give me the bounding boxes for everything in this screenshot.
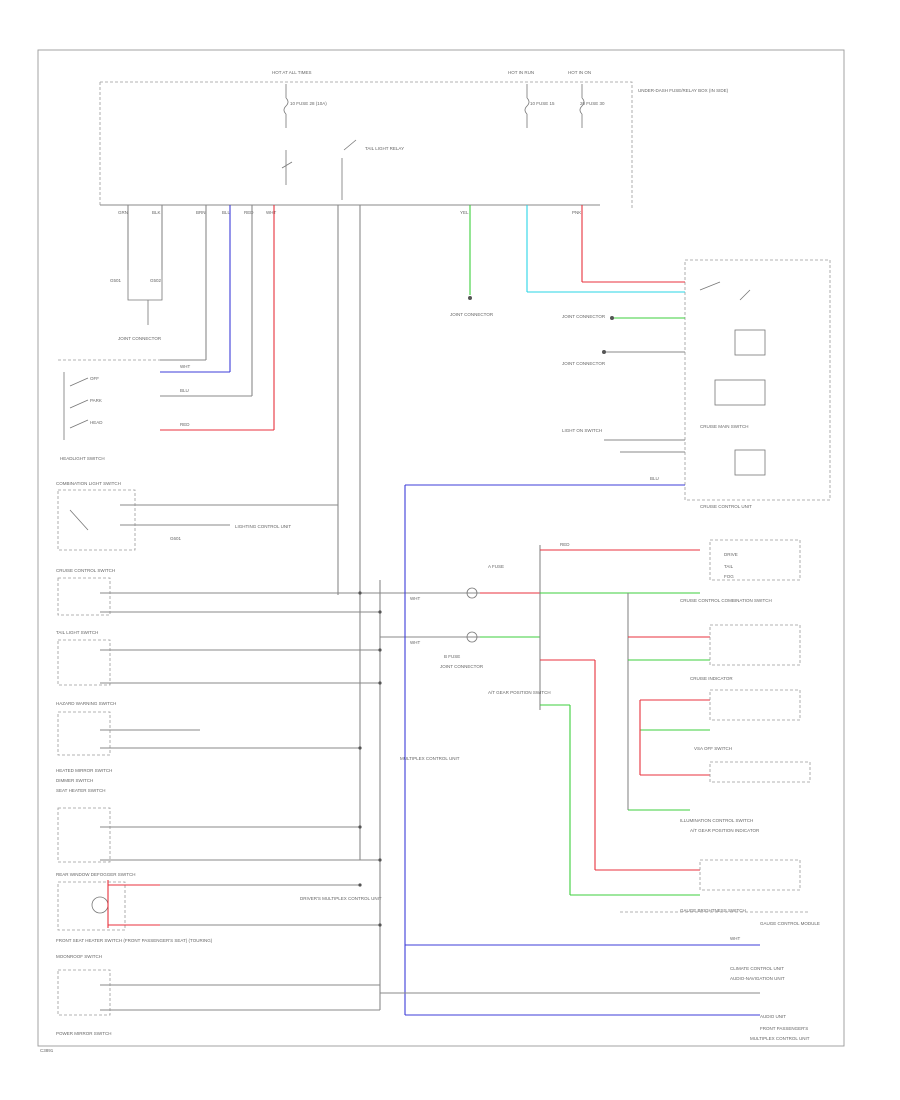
wire-blu-right: BLU: [650, 476, 659, 481]
front-passenger-label: FRONT PASSENGER'S: [760, 1026, 808, 1031]
wire-red-1: RED: [180, 422, 190, 427]
brightness-switch-label: GAUGE BRIGHTNESS SWITCH: [680, 908, 746, 913]
joint-connector-right-3: JOINT CONNECTOR: [562, 361, 606, 366]
main-switch-label: CRUISE MAIN SWITCH: [700, 424, 749, 429]
indicator-fog: FOG: [724, 574, 734, 579]
g601-label: G601: [170, 536, 182, 541]
gauge-module-sub: GAUGE CONTROL MODULE: [760, 921, 820, 926]
illumination-sub-label: A/T GEAR POSITION INDICATOR: [690, 828, 760, 833]
pin-label-8: PNK: [572, 210, 581, 215]
fuse-mid-label: 10 FUSE 15: [530, 101, 555, 106]
pin-label-1: GRN: [118, 210, 128, 215]
wire-wht-right: WHT: [730, 936, 740, 941]
left-leads: G501 G502 JOINT CONNECTOR: [110, 205, 361, 860]
wire-wht-b: WHT: [410, 640, 420, 645]
fuse-right-label: 20 FUSE 30: [580, 101, 605, 106]
switch-off: OFF: [90, 376, 99, 381]
wire-blu-1: BLU: [180, 388, 189, 393]
wire-red-right-1: RED: [560, 542, 570, 547]
tail-light-switch-label: TAIL LIGHT SWITCH: [56, 630, 98, 635]
pin-label-3: BRN: [196, 210, 206, 215]
driver-multiplex-label: DRIVER'S MULTIPLEX CONTROL UNIT: [300, 896, 382, 901]
center-fuses: WHT WHT A FUSE B FUSE JOINT CONNECTOR A/…: [380, 545, 551, 710]
combination-light-block: COMBINATION LIGHT SWITCH G601 LIGHTING C…: [56, 481, 338, 551]
illumination-control-label: ILLUMINATION CONTROL SWITCH: [680, 818, 753, 823]
top-pin-row: GRN BLK BRN BLU RED WHT YEL PNK: [118, 210, 581, 215]
climate-control-label: CLIMATE CONTROL UNIT: [730, 966, 784, 971]
hazard-switch-label: HAZARD WARNING SWITCH: [56, 701, 116, 706]
switch-park: PARK: [90, 398, 102, 403]
gear-switch-label-1: A/T GEAR POSITION SWITCH: [488, 690, 551, 695]
headlight-switch-block: OFF PARK HEAD HEADLIGHT SWITCH WHT BLU R…: [58, 359, 274, 461]
center-bus: MULTIPLEX CONTROL UNIT DRIVER'S MULTIPLE…: [300, 580, 460, 1010]
pin-label-5: RED: [244, 210, 254, 215]
tail-light-relay-label: TAIL LIGHT RELAY: [365, 146, 404, 151]
heated-mirror-label: HEATED MIRROR SWITCH: [56, 768, 112, 773]
audio-nav-label: AUDIO-NAVIGATION UNIT: [730, 976, 785, 981]
indicator-tail: TAIL: [724, 564, 734, 569]
a-fuse-label: A FUSE: [488, 564, 504, 569]
cruise-combination-label: CRUISE CONTROL COMBINATION SWITCH: [680, 598, 772, 603]
power-mirror-label: POWER MIRROR SWITCH: [56, 1031, 112, 1036]
headlight-switch-label: HEADLIGHT SWITCH: [60, 456, 105, 461]
joint-connector-center: JOINT CONNECTOR: [440, 664, 484, 669]
gauge-control-block: CRUISE CONTROL UNIT CRUISE MAIN SWITCH J…: [450, 205, 831, 509]
pin-label-2: BLK: [152, 210, 161, 215]
cruise-switch-label: CRUISE CONTROL SWITCH: [56, 568, 115, 573]
hot-label-left: HOT AT ALL TIMES: [272, 70, 312, 75]
pin-label-6: WHT: [266, 210, 276, 215]
underhood-fuse-box: HOT AT ALL TIMES HOT IN RUN HOT IN ON 10…: [99, 70, 729, 210]
fuse-left-label: 10 FUSE 28 (10A): [290, 101, 327, 106]
light-ctrl-label: LIGHTING CONTROL UNIT: [235, 524, 291, 529]
multiplex-control-label: MULTIPLEX CONTROL UNIT: [400, 756, 460, 761]
pin-label-4: BLU: [222, 210, 231, 215]
underhood-box-label: UNDER-DASH FUSE/RELAY BOX (IN SIDE): [638, 88, 729, 93]
switch-head: HEAD: [90, 420, 103, 425]
dimmer-label: DIMMER SWITCH: [56, 778, 93, 783]
light-on-switch-label: LIGHT ON SWITCH: [562, 428, 602, 433]
rear-window-label: REAR WINDOW DEFOGGER SWITCH: [56, 872, 136, 877]
combination-light-label: COMBINATION LIGHT SWITCH: [56, 481, 121, 486]
left-switch-column: CRUISE CONTROL SWITCH TAIL LIGHT SWITCH …: [56, 568, 380, 1036]
front-passenger-sub: MULTIPLEX CONTROL UNIT: [750, 1036, 810, 1041]
seat-heater-label: SEAT HEATER SWITCH: [56, 788, 106, 793]
page-mark: C3891: [40, 1048, 54, 1053]
audio-unit-label: AUDIO UNIT: [760, 1014, 786, 1019]
blue-bus: BLU: [404, 476, 760, 1016]
hot-label-mid: HOT IN RUN: [508, 70, 534, 75]
seat-heater-desc: FRONT SEAT HEATER SWITCH (FRONT PASSENGE…: [56, 938, 213, 943]
indicator-drive: DRIVE: [724, 552, 738, 557]
wire-wht-a: WHT: [410, 596, 420, 601]
joint-connector-right-1: JOINT CONNECTOR: [450, 312, 494, 317]
gauge-control-label: CRUISE CONTROL UNIT: [700, 504, 752, 509]
joint-connector-right-2: JOINT CONNECTOR: [562, 314, 606, 319]
moonroof-label: MOONROOF SWITCH: [56, 954, 102, 959]
pin-label-7: YEL: [460, 210, 469, 215]
diagram-frame: [37, 49, 845, 1047]
hot-label-right: HOT IN ON: [568, 70, 591, 75]
wire-wht-1: WHT: [180, 364, 190, 369]
vsa-switch-label: VSA OFF SWITCH: [694, 746, 732, 751]
joint-connector-left: JOINT CONNECTOR: [118, 336, 162, 341]
b-fuse-label: B FUSE: [444, 654, 460, 659]
ground-g502: G502: [150, 278, 162, 283]
right-lower-switches: RED DRIVE TAIL FOG CRUISE CONTROL COMBIN…: [380, 539, 820, 1041]
ground-g501: G501: [110, 278, 122, 283]
cruise-indicator-label: CRUISE INDICATOR: [690, 676, 733, 681]
